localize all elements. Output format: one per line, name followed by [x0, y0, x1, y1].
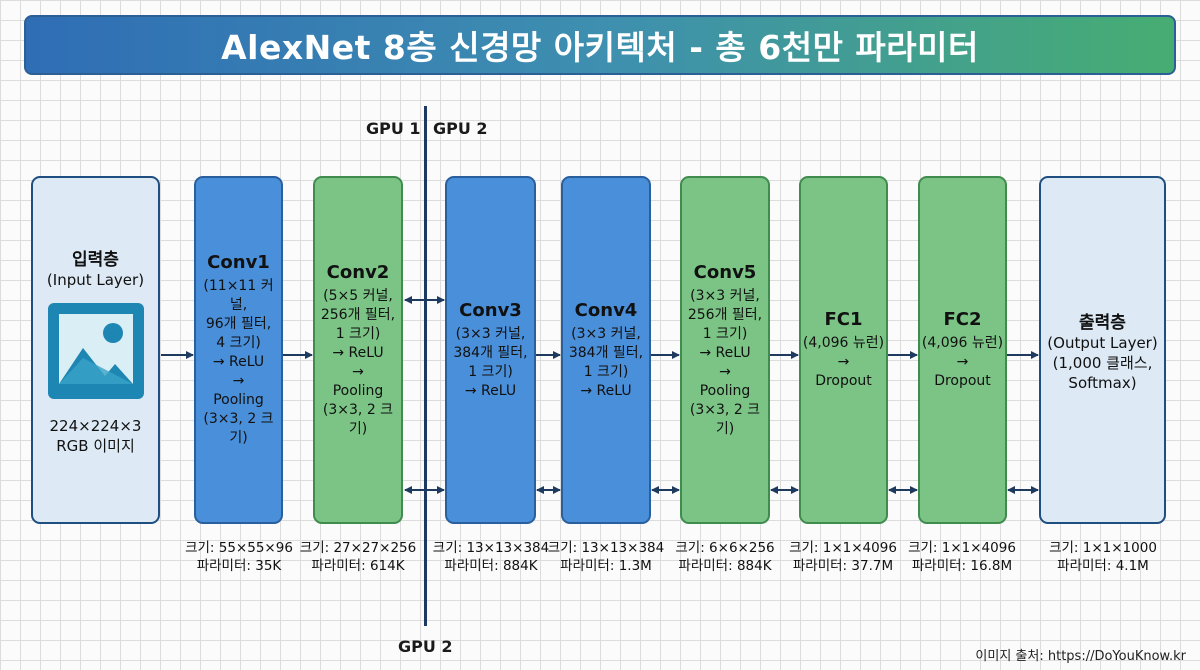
output-layer-title: 출력층: [1079, 312, 1126, 333]
conv2-line: Pooling: [332, 382, 384, 399]
conv5-line: 256개 필터,: [687, 306, 763, 323]
conv2-line: 256개 필터,: [320, 306, 396, 323]
image-icon: [47, 302, 144, 399]
conv5-params: 파라미터: 884K: [678, 558, 772, 574]
conv4-params: 파라미터: 1.3M: [560, 558, 652, 574]
page-title: AlexNet 8층 신경망 아키텍처 - 총 6천만 파라미터: [221, 28, 979, 67]
fc2-line: (4,096 뉴런): [921, 335, 1004, 351]
conv4-line: → ReLU: [580, 382, 632, 399]
fc1-line: Dropout: [815, 373, 872, 389]
conv1-line: (3×3, 2 크기): [203, 411, 274, 446]
fc1-params: 파라미터: 37.7M: [792, 558, 894, 574]
conv5-line: (3×3 커널,: [690, 287, 760, 304]
title-banner: AlexNet 8층 신경망 아키텍처 - 총 6천만 파라미터: [24, 15, 1176, 75]
conv1-line: → ReLU: [212, 354, 265, 370]
output-layer-line: (1,000 클래스,: [1052, 353, 1153, 372]
conv5-stats: 크기: 6×6×256 파라미터: 884K: [655, 539, 795, 575]
conv5-line: Pooling: [699, 382, 751, 399]
fc1-line: →: [837, 354, 850, 370]
conv4-box: Conv4 (3×3 커널, 384개 필터, 1 크기) → ReLU: [561, 176, 651, 524]
conv1-params: 파라미터: 35K: [196, 558, 282, 574]
conv2-line: → ReLU: [332, 344, 384, 361]
gpu1-label: GPU 1: [366, 119, 421, 138]
fc1-name: FC1: [824, 309, 863, 330]
conv5-size: 크기: 6×6×256: [675, 540, 775, 556]
conv3-line: 384개 필터,: [453, 344, 528, 361]
conv3-size: 크기: 13×13×384: [432, 540, 550, 556]
conv1-size: 크기: 55×55×96: [185, 540, 293, 556]
conv4-line: (3×3 커널,: [571, 325, 641, 342]
conv4-stats: 크기: 13×13×384 파라미터: 1.3M: [536, 539, 676, 575]
conv1-name: Conv1: [207, 252, 270, 273]
conv2-size: 크기: 27×27×256: [299, 540, 417, 556]
output-layer-line: Softmax): [1068, 373, 1137, 392]
conv1-line: 96개 필터,: [205, 316, 272, 332]
conv2-stats: 크기: 27×27×256 파라미터: 614K: [288, 539, 428, 575]
conv2-line: 1 크기): [335, 325, 381, 342]
gpu2-label-top: GPU 2: [433, 119, 488, 138]
input-layer-box: 입력층 (Input Layer) 224×224×3 RGB 이미지: [31, 176, 160, 524]
gpu2-label-bottom: GPU 2: [398, 637, 453, 656]
fc2-box: FC2 (4,096 뉴런) → Dropout: [918, 176, 1007, 524]
conv3-line: (3×3 커널,: [455, 325, 526, 342]
fc2-size: 크기: 1×1×4096: [908, 540, 1016, 556]
fc2-line: Dropout: [934, 373, 991, 389]
input-layer-title: 입력층: [72, 249, 119, 270]
conv1-box: Conv1 (11×11 커널, 96개 필터, 4 크기) → ReLU → …: [194, 176, 283, 524]
conv3-box: Conv3 (3×3 커널, 384개 필터, 1 크기) → ReLU: [445, 176, 536, 524]
conv2-box: Conv2 (5×5 커널, 256개 필터, 1 크기) → ReLU → P…: [313, 176, 403, 524]
conv3-line: 1 크기): [468, 363, 513, 380]
fc2-params: 파라미터: 16.8M: [911, 558, 1013, 574]
conv4-name: Conv4: [574, 299, 638, 321]
fc1-stats: 크기: 1×1×4096 파라미터: 37.7M: [773, 539, 913, 575]
conv1-line: →: [232, 373, 245, 389]
conv2-line: (5×5 커널,: [323, 287, 393, 304]
fc2-stats: 크기: 1×1×4096 파라미터: 16.8M: [892, 539, 1032, 575]
conv5-line: →: [719, 363, 731, 380]
conv5-line: (3×3, 2 크기): [689, 401, 761, 437]
conv1-stats: 크기: 55×55×96 파라미터: 35K: [169, 539, 309, 575]
conv2-name: Conv2: [326, 261, 390, 283]
fc1-size: 크기: 1×1×4096: [789, 540, 897, 556]
conv5-line: 1 크기): [702, 325, 748, 342]
gpu-divider-line: [424, 106, 427, 626]
output-layer-line: (Output Layer): [1047, 333, 1158, 352]
conv5-box: Conv5 (3×3 커널, 256개 필터, 1 크기) → ReLU → P…: [680, 176, 770, 524]
fc1-box: FC1 (4,096 뉴런) → Dropout: [799, 176, 888, 524]
conv3-name: Conv3: [459, 299, 522, 321]
conv4-line: 384개 필터,: [568, 344, 644, 361]
conv3-line: → ReLU: [464, 382, 517, 399]
conv1-line: (11×11 커널,: [203, 278, 274, 313]
conv3-params: 파라미터: 884K: [444, 558, 538, 574]
conv2-params: 파라미터: 614K: [311, 558, 405, 574]
fc2-line: →: [956, 354, 969, 370]
conv1-line: 4 크기): [216, 335, 261, 351]
fc2-name: FC2: [943, 309, 982, 330]
conv1-line: Pooling: [213, 392, 264, 408]
output-layer-box: 출력층 (Output Layer) (1,000 클래스, Softmax): [1039, 176, 1166, 524]
conv2-line: →: [352, 363, 364, 380]
conv5-name: Conv5: [693, 261, 757, 283]
conv2-line: (3×3, 2 크기): [322, 401, 394, 437]
conv3-stats: 크기: 13×13×384 파라미터: 884K: [421, 539, 561, 575]
conv5-line: → ReLU: [699, 344, 751, 361]
input-size: 224×224×3: [49, 416, 142, 435]
image-credit: 이미지 출처: https://DoYouKnow.kr: [975, 649, 1186, 664]
conv4-size: 크기: 13×13×384: [547, 540, 665, 556]
output-size: 크기: 1×1×1000: [1049, 540, 1157, 556]
output-stats: 크기: 1×1×1000 파라미터: 4.1M: [1033, 539, 1173, 575]
output-params: 파라미터: 4.1M: [1057, 558, 1149, 574]
input-layer-subtitle: (Input Layer): [46, 270, 145, 289]
conv4-line: 1 크기): [583, 363, 629, 380]
fc1-line: (4,096 뉴런): [802, 335, 885, 351]
input-type: RGB 이미지: [56, 436, 135, 455]
